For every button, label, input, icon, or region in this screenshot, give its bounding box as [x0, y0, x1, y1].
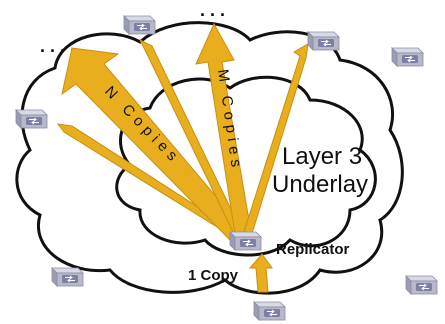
replicator-label: Replicator [276, 241, 350, 258]
network-switch-icon [391, 47, 424, 67]
layer3-label: Layer 3 [282, 143, 362, 170]
ellipsis-top: . . . [200, 0, 225, 20]
network-switch-icon [307, 31, 340, 51]
network-switch-icon [253, 301, 286, 321]
arrow-one-copy [248, 253, 273, 293]
network-switch-icon [123, 15, 156, 35]
replicator-switch-icon [229, 231, 262, 251]
underlay-label: Underlay [272, 171, 368, 198]
arrow-m-copies [195, 22, 253, 241]
network-switch-icon [405, 275, 438, 295]
network-switch-icon [15, 109, 48, 129]
one-copy-label: 1 Copy [188, 267, 239, 284]
ellipsis-left: . . . [40, 36, 65, 56]
network-switch-icon [51, 267, 84, 287]
